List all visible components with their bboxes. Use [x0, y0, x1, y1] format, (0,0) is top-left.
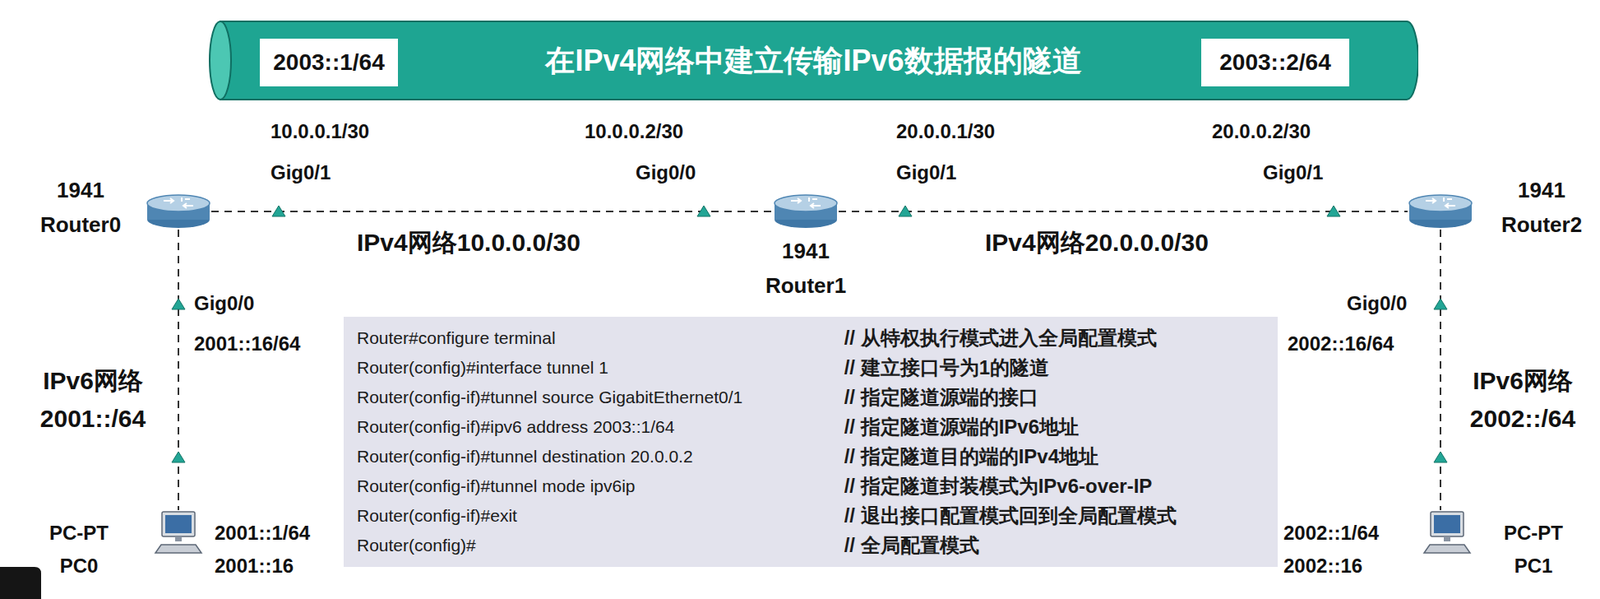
router-top: [147, 194, 210, 212]
pc-icon: [1419, 509, 1476, 556]
comment-text: // 指定隧道封装模式为IPv6-over-IP: [844, 471, 1265, 501]
pc-label: PC-PT PC1: [1482, 516, 1586, 583]
address-label: 2002::16: [1283, 554, 1363, 579]
command-panel: Router#configure terminal // 从特权执行模式进入全局配…: [343, 316, 1278, 567]
address-label: IPv4网络10.0.0.0/30: [356, 227, 581, 258]
router-arrows: [790, 197, 821, 209]
address-label: 2001::16: [214, 554, 294, 579]
interface-marker: [1433, 451, 1448, 463]
pc-screen: [165, 514, 192, 533]
interface-marker: [171, 298, 185, 310]
command-text: Router(config-if)#tunnel source GigabitE…: [356, 382, 832, 412]
address-text: 2003::1/64: [272, 48, 384, 77]
address-label: 2002::16/64: [1287, 332, 1394, 357]
pc-node: PC-PT PC0: [150, 509, 207, 556]
router-node: 1941 Router1: [772, 193, 839, 230]
pc-monitor: [1430, 511, 1464, 537]
router-icon: [145, 193, 212, 230]
interface-marker: [171, 451, 185, 463]
address-label: Gig0/0: [635, 161, 696, 185]
comment-text: // 指定隧道源端的IPv6地址: [844, 411, 1265, 442]
router-icon: [772, 193, 839, 230]
comment-text: // 指定隧道目的端的IPv4地址: [844, 441, 1265, 472]
address-text: 2003::2/64: [1219, 48, 1331, 77]
comment-text: // 全局配置模式: [844, 530, 1265, 560]
command-text: Router(config)#: [356, 530, 832, 560]
interface-marker: [1433, 298, 1448, 310]
address-label: 10.0.0.1/30: [270, 120, 370, 144]
network-label: IPv6网络 2001::/64: [0, 361, 199, 438]
interface-marker: [898, 205, 912, 217]
pc-label: PC-PT PC0: [27, 516, 131, 583]
command-text: Router(config-if)#exit: [356, 500, 832, 531]
address-label: 2001::16/64: [194, 332, 301, 357]
command-text: Router(config-if)#tunnel mode ipv6ip: [356, 471, 832, 501]
pc-monitor: [161, 511, 195, 537]
tunnel-address-box: 2003::1/64: [259, 38, 398, 87]
address-label: IPv4网络20.0.0.0/30: [984, 227, 1209, 258]
address-label: Gig0/1: [1262, 161, 1323, 185]
pc-screen: [1433, 514, 1461, 533]
command-text: Router(config-if)#tunnel destination 20.…: [356, 441, 832, 472]
interface-marker: [272, 205, 286, 217]
router-top: [774, 194, 837, 212]
pc-keyboard: [1424, 544, 1471, 553]
tunnel-body: [220, 21, 1419, 100]
router-label: 1941 Router1: [739, 233, 874, 303]
command-text: Router(config-if)#ipv6 address 2003::1/6…: [356, 411, 832, 442]
router-icon: [1407, 193, 1474, 230]
interface-marker: [697, 205, 711, 217]
tunnel-end: [209, 21, 232, 100]
interface-marker: [1327, 205, 1341, 217]
router-node: 1941 Router0: [145, 193, 212, 230]
corner-block: [0, 566, 42, 599]
router-node: 1941 Router2: [1407, 193, 1474, 230]
comment-text: // 建立接口号为1的隧道: [844, 352, 1265, 383]
dashed-link: [211, 210, 773, 213]
address-label: Gig0/1: [896, 161, 957, 185]
address-label: Gig0/0: [1346, 291, 1407, 316]
router-arrows: [1425, 197, 1456, 209]
address-label: 2002::1/64: [1283, 521, 1379, 546]
pc-keyboard: [155, 544, 202, 553]
network-label: IPv6网络 2002::/64: [1416, 361, 1600, 438]
dashed-link: [177, 229, 180, 510]
pc-stand: [1443, 536, 1451, 542]
comment-text: // 指定隧道源端的接口: [844, 382, 1265, 412]
comment-text: // 从特权执行模式进入全局配置模式: [844, 323, 1265, 353]
command-text: Router#configure terminal: [356, 323, 832, 353]
address-label: 2001::1/64: [214, 521, 310, 546]
pc-icon: [150, 509, 207, 556]
pc-stand: [175, 536, 182, 542]
tunnel-address-box: 2003::2/64: [1201, 38, 1350, 87]
comment-text: // 退出接口配置模式回到全局配置模式: [844, 500, 1265, 531]
address-label: Gig0/0: [194, 291, 255, 316]
command-text: Router(config)#interface tunnel 1: [356, 352, 832, 383]
tunnel-title: 在IPv4网络中建立传输IPv6数据报的隧道: [545, 42, 1082, 79]
router-top: [1409, 194, 1472, 212]
address-label: 20.0.0.1/30: [896, 120, 995, 144]
router-label: 1941 Router0: [13, 172, 148, 242]
address-label: 10.0.0.2/30: [584, 120, 684, 144]
pc-node: PC-PT PC1: [1419, 509, 1476, 556]
router-arrows: [163, 197, 194, 209]
tunnel-band: 在IPv4网络中建立传输IPv6数据报的隧道 2003::1/64 2003::2/…: [208, 20, 1419, 101]
dashed-link: [838, 210, 1408, 213]
dashed-link: [1439, 229, 1442, 510]
router-label: 1941 Router2: [1475, 172, 1600, 242]
address-label: Gig0/1: [270, 161, 331, 185]
address-label: 20.0.0.2/30: [1211, 120, 1311, 144]
